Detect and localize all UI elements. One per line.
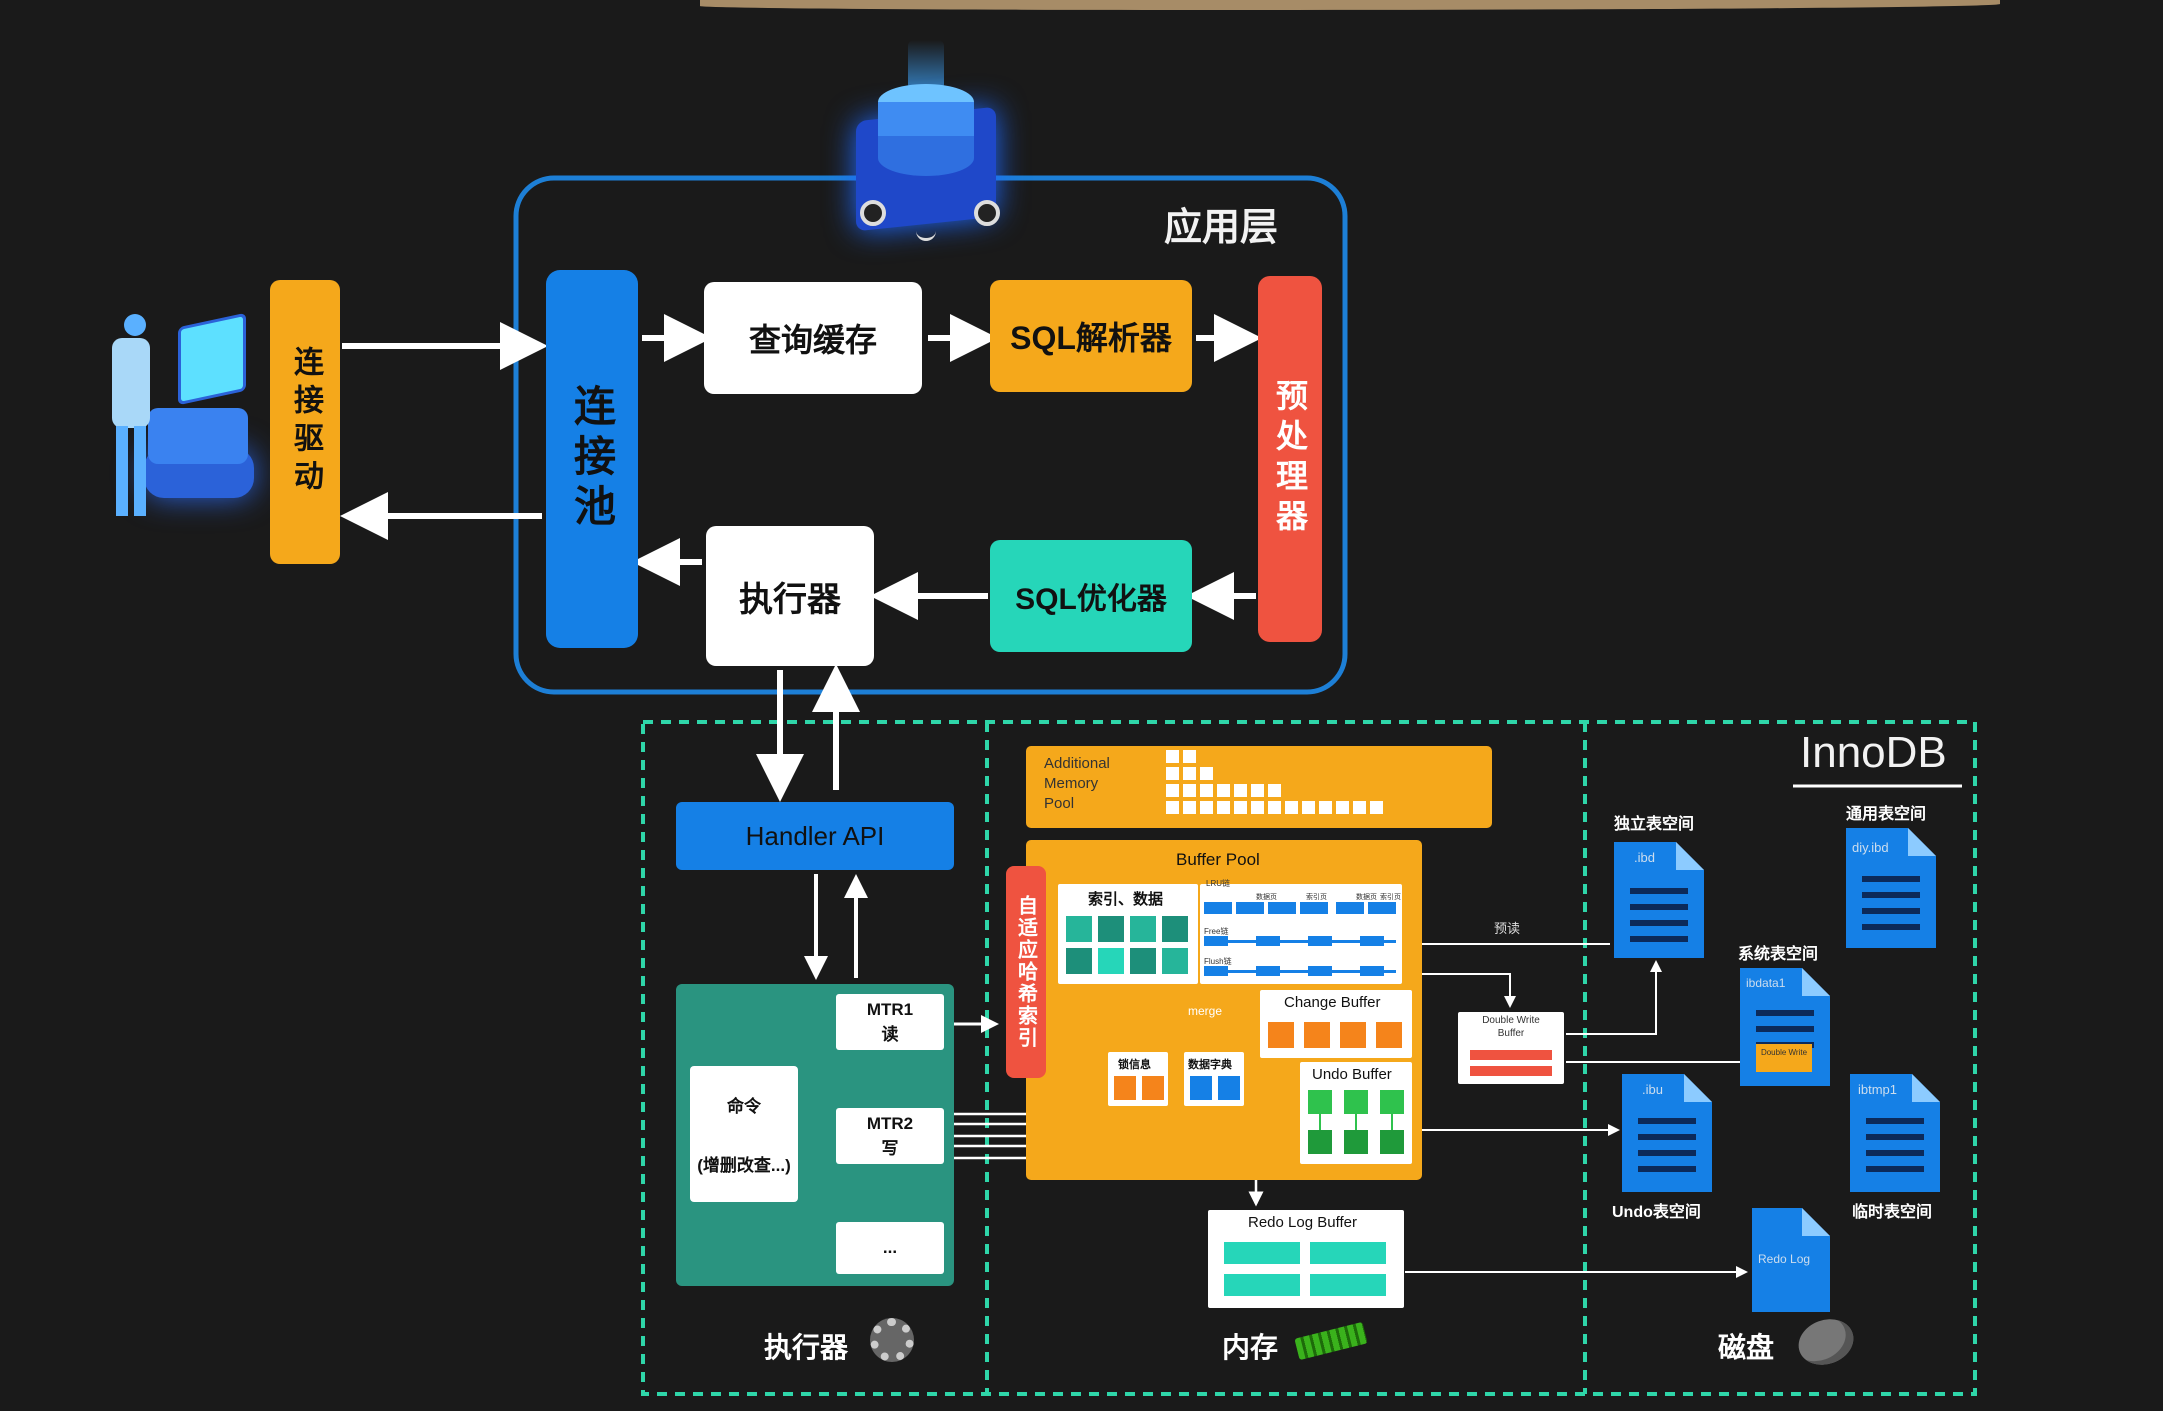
ibdata-inner-label: Double Write [1760, 1048, 1808, 1057]
lru-label: LRU链 [1206, 879, 1231, 888]
ibd-file-name: .ibd [1634, 850, 1655, 865]
amp-line3: Pool [1044, 795, 1075, 812]
amp-line2: Memory [1044, 775, 1099, 792]
col-label-1: 数据页 [1256, 894, 1277, 901]
section-label-executor: 执行器 [764, 1332, 849, 1363]
handler-api: Handler API [676, 802, 954, 870]
sql-parser: SQL解析器 [990, 280, 1192, 392]
redo-log-file-name: Redo Log [1758, 1252, 1811, 1266]
mtr1-box: MTR1 读 [836, 994, 944, 1050]
change-buffer-label: Change Buffer [1284, 994, 1381, 1011]
data-dict-label: 数据字典 [1188, 1059, 1232, 1071]
buffer-pool-title: Buffer Pool [1176, 850, 1260, 869]
database-icon [846, 40, 1006, 250]
lock-info-label: 锁信息 [1118, 1059, 1151, 1071]
col-label-3: 数据页 [1356, 894, 1377, 901]
sql-parser-label: SQL解析器 [1010, 320, 1172, 356]
adaptive-hash-label: 自适应哈希索引 [1014, 895, 1037, 1049]
mtr1-line1: MTR1 [866, 999, 914, 1019]
ibd-file-icon [1614, 842, 1704, 958]
redo-log-buffer-cells [1224, 1242, 1386, 1296]
ibtmp-file-name: ibtmp1 [1858, 1082, 1898, 1097]
user-computer-icon [88, 308, 268, 538]
command-box: 命令 (增删改查...) [690, 1066, 798, 1202]
handler-api-label: Handler API [745, 820, 885, 851]
redo-log-file-icon [1752, 1208, 1830, 1312]
executor-top-label: 执行器 [739, 580, 841, 619]
gear-icon [870, 1318, 914, 1362]
ibu-file-name: .ibu [1642, 1082, 1663, 1097]
mtr-more-box: ... [836, 1222, 944, 1274]
connection-driver: 连接驱动 [270, 280, 340, 564]
change-buffer-cells [1268, 1022, 1402, 1048]
amp-line1: Additional [1044, 755, 1110, 772]
command-subtitle: (增删改查...) [697, 1156, 791, 1175]
flush-label: Flush链 [1204, 957, 1232, 966]
ibdata-file-name: ibdata1 [1746, 976, 1786, 990]
app-layer-title: 应用层 [1164, 207, 1279, 249]
double-write-buffer-text: Double Write Buffer [1458, 1014, 1564, 1040]
innodb-title: InnoDB [1800, 728, 1947, 777]
innodb-frame [641, 720, 1977, 1396]
dwb-bar-2 [1470, 1066, 1552, 1076]
data-dict-cells [1190, 1076, 1240, 1100]
query-cache-label: 查询缓存 [748, 322, 877, 358]
preprocessor-label: 预处理器 [1272, 379, 1308, 539]
lists-graphic [1204, 902, 1396, 976]
col-label-2: 索引页 [1306, 894, 1327, 901]
col-label-4: 索引页 [1380, 894, 1401, 901]
section-label-disk: 磁盘 [1718, 1332, 1775, 1363]
connection-pool-label: 连接池 [568, 384, 616, 534]
redo-log-buffer-label: Redo Log Buffer [1248, 1214, 1357, 1231]
mtr1-line2: 读 [881, 1024, 899, 1044]
undo-buffer-label: Undo Buffer [1312, 1066, 1392, 1083]
mtr2-line2: 写 [881, 1138, 899, 1158]
ibtmp-caption: 临时表空间 [1852, 1204, 1933, 1221]
mtr2-box: MTR2 写 [836, 1108, 944, 1164]
undo-buffer-cells [1308, 1090, 1404, 1154]
adaptive-hash-index: 自适应哈希索引 [1006, 866, 1046, 1078]
preprocessor: 预处理器 [1258, 276, 1322, 642]
ibdata-caption: 系统表空间 [1738, 946, 1819, 963]
connection-pool: 连接池 [546, 270, 638, 648]
preread-label: 预读 [1494, 921, 1521, 936]
free-label: Free链 [1204, 927, 1229, 936]
ibu-file-icon [1622, 1074, 1712, 1192]
diy-file-name: diy.ibd [1852, 840, 1889, 855]
diy-file-icon [1846, 828, 1936, 948]
mtr-more-label: ... [882, 1238, 898, 1257]
sql-optimizer-label: SQL优化器 [1015, 583, 1167, 616]
index-data-grid [1066, 916, 1188, 974]
sql-optimizer: SQL优化器 [990, 540, 1192, 652]
merge-label: merge [1188, 1004, 1223, 1018]
diy-caption: 通用表空间 [1846, 806, 1927, 823]
top-decoration [700, 0, 2000, 10]
ibdata-file-icon [1740, 968, 1830, 1086]
ibtmp-file-icon [1850, 1074, 1940, 1192]
additional-memory-pool-text: Additional Memory Pool [1044, 754, 1110, 814]
section-label-memory: 内存 [1222, 1332, 1279, 1363]
connection-driver-label: 连接驱动 [289, 346, 322, 498]
mtr2-line1: MTR2 [866, 1113, 914, 1133]
query-cache: 查询缓存 [704, 282, 922, 394]
executor-top: 执行器 [706, 526, 874, 666]
index-data-label: 索引、数据 [1088, 891, 1164, 908]
memory-blocks-graphic [1166, 750, 1383, 814]
dwb-bar-1 [1470, 1050, 1552, 1060]
ibd-caption: 独立表空间 [1614, 816, 1695, 833]
ibu-caption: Undo表空间 [1612, 1204, 1701, 1221]
lock-info-cells [1114, 1076, 1164, 1100]
dwb-line1: Double Write [1482, 1015, 1540, 1026]
dwb-line2: Buffer [1497, 1028, 1525, 1039]
command-title: 命令 [727, 1097, 761, 1116]
